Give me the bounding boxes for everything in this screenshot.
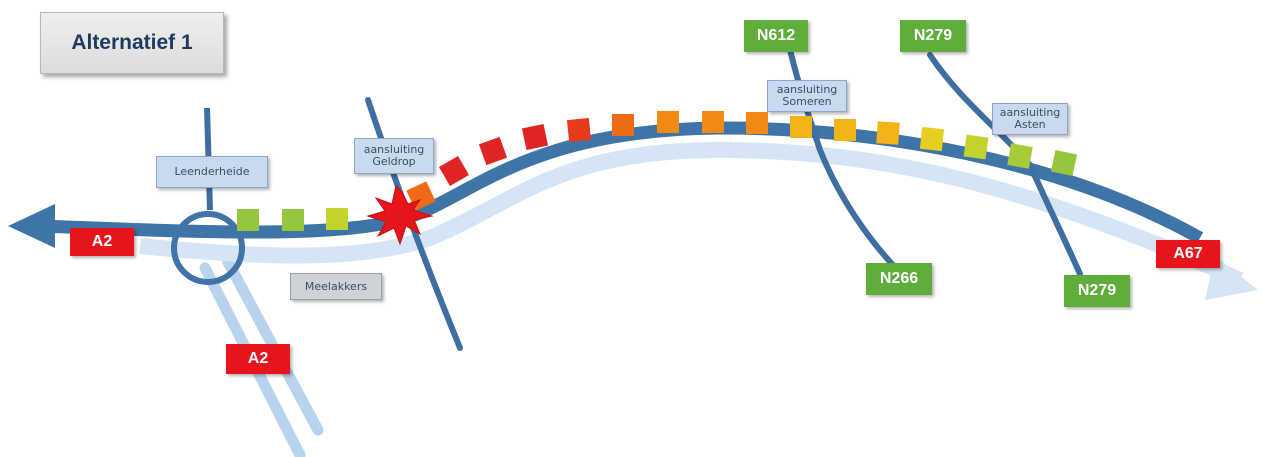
label-aansluiting-geldrop: aansluiting Geldrop [354, 138, 434, 174]
congestion-square [702, 111, 724, 133]
label-geldrop-line1: aansluiting [363, 143, 425, 156]
congestion-square [612, 114, 634, 136]
congestion-square [438, 155, 470, 187]
label-meelakkers: Meelakkers [290, 273, 382, 300]
road-label-a2-south: A2 [226, 344, 290, 374]
congestion-square [326, 208, 348, 230]
label-leenderheide: Leenderheide [156, 156, 268, 188]
congestion-square [237, 209, 259, 231]
road-label-n279-bottom: N279 [1064, 275, 1130, 307]
congestion-squares [237, 111, 1078, 231]
congestion-square [521, 123, 549, 151]
congestion-square [657, 111, 679, 133]
congestion-square [834, 119, 856, 141]
congestion-square [282, 209, 304, 231]
road-label-a2-west: A2 [70, 228, 134, 256]
congestion-square [1007, 143, 1033, 169]
congestion-square [746, 112, 768, 134]
label-asten-line1: aansluiting [999, 106, 1061, 119]
label-someren-line2: Someren [782, 95, 832, 108]
congestion-square [919, 126, 945, 152]
congestion-square [790, 116, 812, 138]
n279-road [927, 52, 1083, 277]
label-aansluiting-asten: aansluiting Asten [992, 103, 1068, 135]
label-geldrop-line2: Geldrop [372, 155, 416, 168]
congestion-square [566, 117, 592, 143]
label-asten-line2: Asten [1014, 118, 1046, 131]
light-road-shadow [139, 141, 1244, 288]
incident-star-icon [366, 185, 434, 246]
label-someren-line1: aansluiting [776, 83, 838, 96]
road-label-a67: A67 [1156, 240, 1220, 268]
congestion-square [876, 121, 900, 145]
label-aansluiting-someren: aansluiting Someren [767, 80, 847, 112]
congestion-square [1050, 149, 1078, 177]
congestion-square [963, 134, 989, 160]
main-road [39, 121, 1204, 244]
label-meelakkers-text: Meelakkers [304, 279, 368, 293]
road-label-n266: N266 [866, 263, 932, 295]
road-label-n612: N612 [744, 20, 808, 52]
page-title: Alternatief 1 [40, 12, 224, 74]
road-label-n279-top: N279 [900, 20, 966, 52]
congestion-square [478, 136, 508, 166]
leenderheide-interchange-ring [171, 211, 245, 285]
label-leenderheide-text: Leenderheide [174, 165, 250, 178]
main-road-arrowhead-west [8, 204, 55, 248]
